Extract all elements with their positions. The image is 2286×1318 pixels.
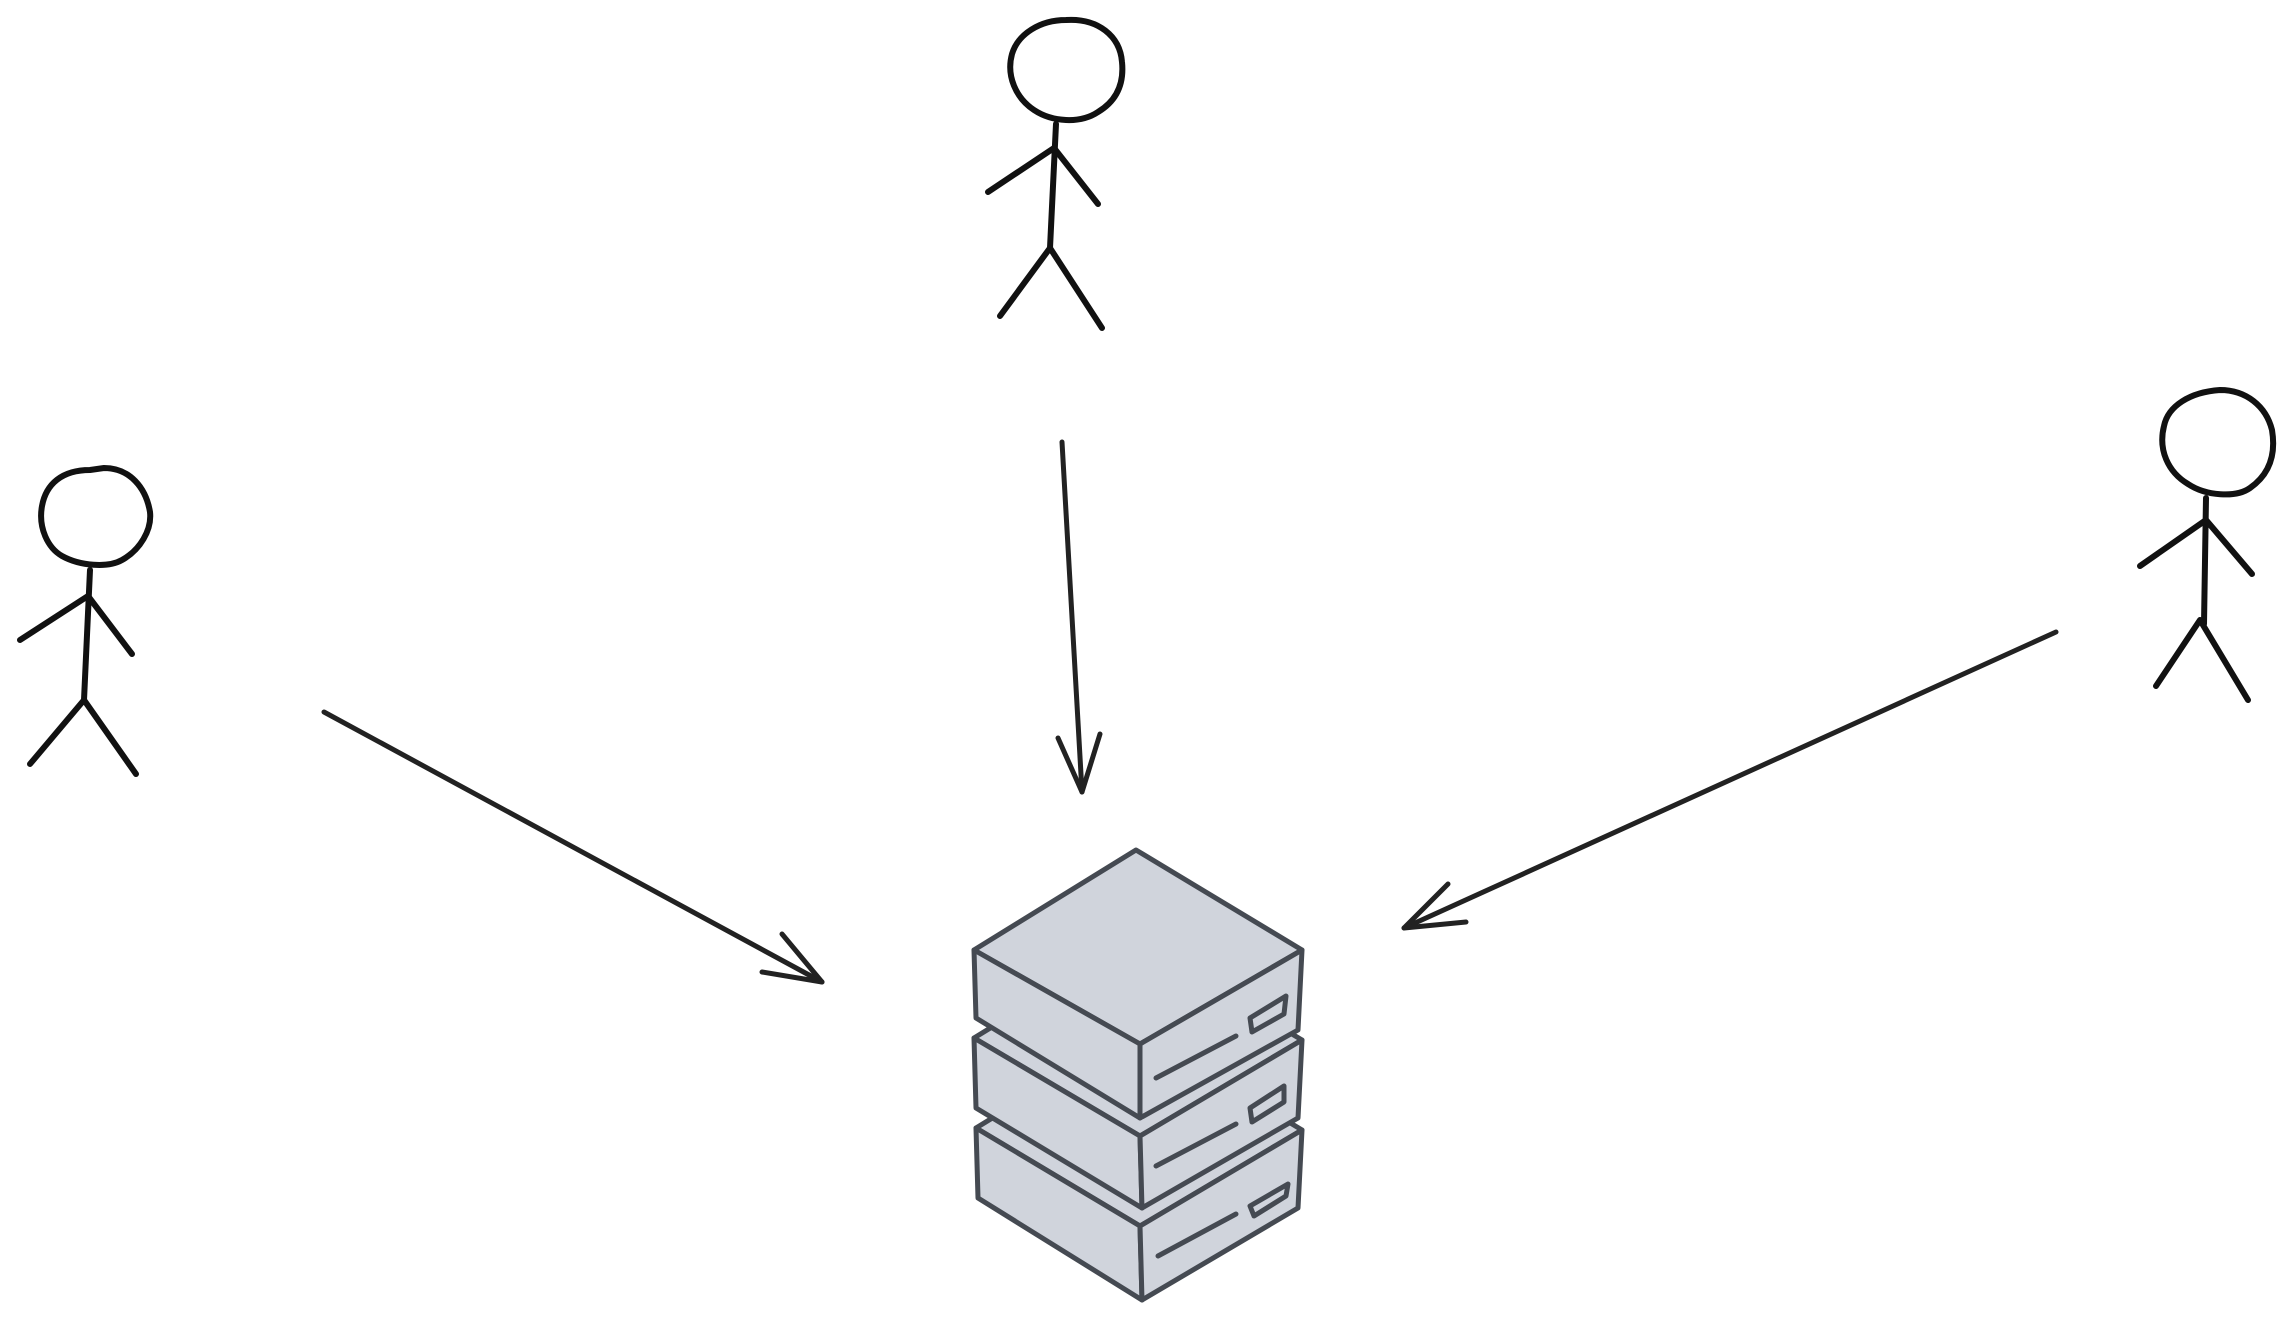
user-right-arms — [2137, 517, 2255, 577]
arrow-left-to-server — [321, 709, 825, 985]
user-top-figure — [985, 16, 1126, 331]
user-left-arms — [17, 593, 135, 657]
user-left-legs — [27, 697, 139, 777]
user-top-legs — [997, 245, 1105, 331]
arrow-top-head — [1055, 731, 1103, 795]
arrow-right-to-server — [1401, 629, 2059, 931]
user-right-head — [2159, 387, 2277, 498]
user-top-head — [1007, 16, 1126, 124]
arrow-right-head — [1401, 881, 1469, 931]
server-stack-icon — [971, 847, 1305, 1303]
user-right-figure — [2137, 387, 2277, 703]
user-top-body — [1047, 121, 1059, 251]
user-top-arms — [985, 145, 1101, 207]
arrow-left-head — [759, 931, 825, 985]
user-left-head — [38, 465, 154, 568]
user-left-body — [81, 567, 93, 703]
user-right-legs — [2153, 617, 2251, 703]
user-right-body — [2201, 495, 2209, 627]
server-unit-top — [971, 847, 1305, 1121]
arrow-top-to-server — [1055, 439, 1103, 795]
user-left-figure — [17, 465, 154, 777]
